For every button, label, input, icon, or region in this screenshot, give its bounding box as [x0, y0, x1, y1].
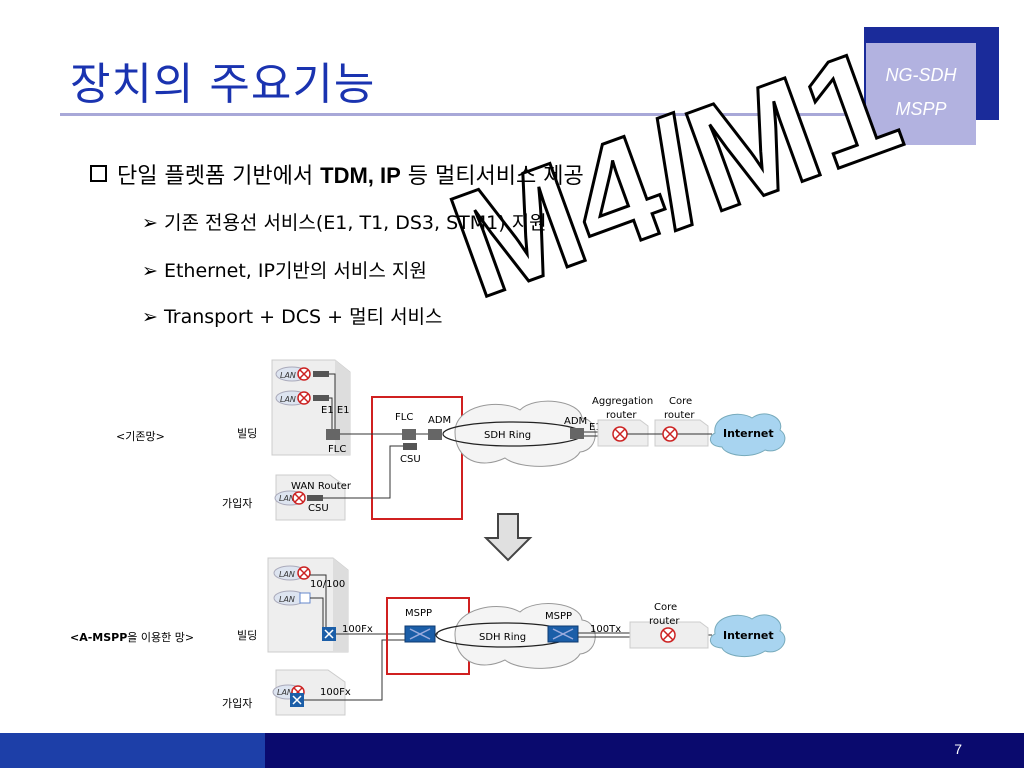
- wan-router-label: WAN Router: [291, 481, 352, 492]
- checkbox-bullet-icon: [90, 165, 107, 182]
- existing-network-label: <기존망>: [116, 430, 165, 443]
- lan-icon-bottom-2: LAN: [273, 590, 311, 606]
- building-label-bottom: 빌딩: [237, 629, 257, 642]
- badge-line-2: MSPP: [895, 99, 947, 119]
- svg-text:LAN: LAN: [280, 395, 296, 404]
- mspp-label-remote: MSPP: [545, 611, 572, 622]
- office-links: [323, 433, 428, 499]
- csu-device-office: [403, 443, 417, 450]
- svg-text:LAN: LAN: [279, 494, 295, 503]
- down-arrow-icon: [483, 513, 533, 562]
- title-underline: [60, 113, 865, 116]
- svg-text:Internet: Internet: [723, 629, 774, 642]
- e1-label-remote: E1: [589, 422, 602, 433]
- flc-device-building: [326, 429, 340, 440]
- svg-text:LAN: LAN: [279, 570, 295, 579]
- core-router-label-bottom-2: router: [649, 616, 680, 627]
- adm-label-office: ADM: [428, 415, 451, 426]
- aggregation-router-icon: [612, 426, 628, 442]
- aggregation-router-label-2: router: [606, 410, 637, 421]
- tx100-label: 100Tx: [590, 624, 621, 635]
- main-bullet-pre: 단일 플렛폼 기반에서: [117, 164, 321, 189]
- internet-cloud-top: Internet: [709, 413, 786, 457]
- page-number: 7: [954, 741, 962, 757]
- main-bullet: 단일 플렛폼 기반에서 TDM, IP 등 멀티서비스 제공: [90, 158, 584, 190]
- aggregation-router-label: Aggregation: [592, 396, 653, 407]
- ng-sdh-badge: NG-SDH MSPP: [866, 43, 976, 145]
- mspp-access-links: [304, 633, 405, 701]
- flc-device-office: [402, 429, 416, 440]
- connection-lines: [329, 373, 336, 432]
- csu-box-subscriber: [307, 495, 323, 501]
- svg-text:LAN: LAN: [277, 688, 293, 697]
- network-diagram: LAN LAN E1 E1 FLC 빌딩 <기존망> WAN Router LA…: [0, 345, 1024, 730]
- highlight-box-top: [371, 396, 463, 520]
- svg-text:SDH Ring: SDH Ring: [484, 430, 531, 441]
- building-links-bottom: [310, 574, 327, 628]
- fx100-label-building: 100Fx: [342, 624, 373, 635]
- lan-icon-bottom-1: LAN: [273, 565, 311, 581]
- fx100-label-subscriber: 100Fx: [320, 687, 351, 698]
- badge-line-1: NG-SDH: [885, 65, 957, 85]
- flc-label-building: FLC: [328, 444, 346, 455]
- csu-label-office: CSU: [400, 454, 421, 465]
- mspp-label-office: MSPP: [405, 608, 432, 619]
- adm-device-remote: [570, 428, 584, 439]
- main-bullet-post: 등 멀티서비스 제공: [400, 164, 584, 189]
- lan-icon-top-2: LAN: [275, 390, 311, 406]
- ten100-label: 10/100: [310, 579, 345, 590]
- sub-bullet-1: ➢ 기존 전용선 서비스(E1, T1, DS3, STM1) 지원: [142, 212, 547, 234]
- core-router-icon-top: [662, 426, 678, 442]
- core-router-label-top-2: router: [664, 410, 695, 421]
- e1-e1-label: E1 E1: [321, 405, 350, 416]
- core-router-label-bottom: Core: [654, 602, 677, 613]
- building-label-top: 빌딩: [237, 427, 257, 440]
- internet-cloud-bottom: Internet: [709, 614, 786, 658]
- subscriber-label-top: 가입자: [222, 497, 252, 510]
- footer-accent: [0, 733, 265, 768]
- main-bullet-bold: TDM, IP: [320, 163, 401, 188]
- slide-title: 장치의 주요기능: [70, 59, 376, 110]
- subscriber-label-bottom: 가입자: [222, 697, 252, 710]
- svg-text:Internet: Internet: [723, 427, 774, 440]
- lan-icon-subscriber-top: LAN: [274, 490, 306, 506]
- flc-label-office: FLC: [395, 412, 413, 423]
- lan-icon-top-1: LAN: [275, 366, 311, 382]
- sub-bullet-2: ➢ Ethernet, IP기반의 서비스 지원: [142, 260, 427, 282]
- svg-text:SDH Ring: SDH Ring: [479, 632, 526, 643]
- mspp-network-label: <A-MSPP을 이용한 망>: [70, 631, 194, 644]
- csu-label-subscriber: CSU: [308, 503, 329, 514]
- adm-label-remote: ADM: [564, 416, 587, 427]
- csu-box-2: [313, 395, 329, 401]
- core-router-label-top: Core: [669, 396, 692, 407]
- svg-text:LAN: LAN: [279, 595, 295, 604]
- adm-device-office: [428, 429, 442, 440]
- csu-box-1: [313, 371, 329, 377]
- svg-text:LAN: LAN: [280, 371, 296, 380]
- core-router-icon-bottom: [660, 627, 676, 643]
- sub-bullet-3: ➢ Transport + DCS + 멀티 서비스: [142, 306, 443, 328]
